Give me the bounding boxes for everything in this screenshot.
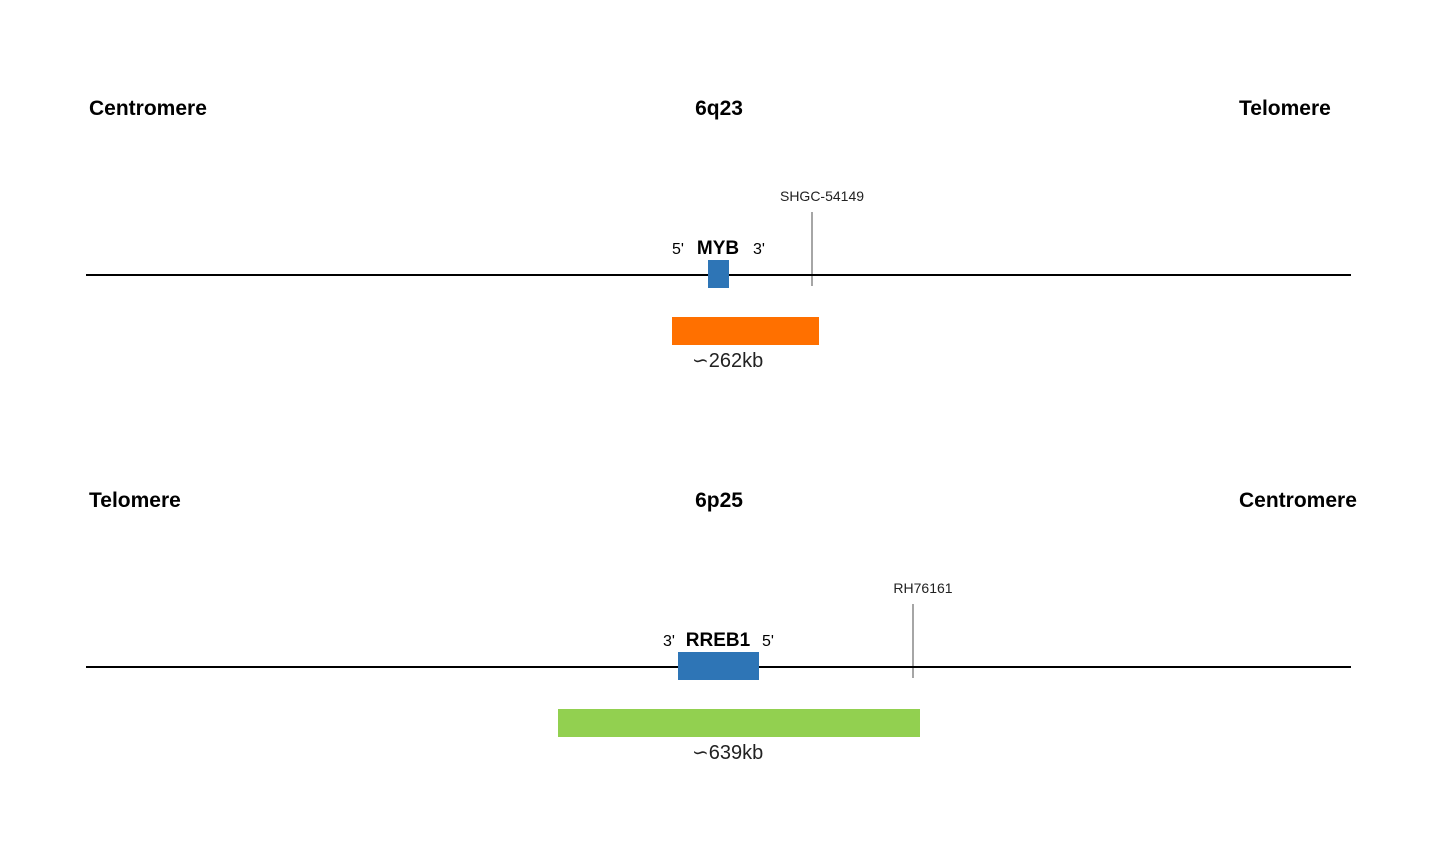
probe-size-label: ∽639kb — [692, 742, 764, 764]
band-label: 6q23 — [695, 97, 743, 120]
right-end-label: Telomere — [1239, 97, 1331, 120]
panel-6q23: Centromere 6q23 Telomere SHGC-54149 5' M… — [0, 0, 1450, 392]
marker-label: SHGC-54149 — [779, 188, 865, 204]
marker-tick — [811, 212, 813, 286]
gene-left-strand: 5' — [672, 241, 684, 258]
probe-bar — [672, 317, 819, 345]
gene-name: RREB1 — [685, 630, 751, 651]
gene-right-strand: 3' — [753, 241, 765, 258]
probe-bar — [558, 709, 920, 737]
gene-block — [708, 260, 729, 288]
left-end-label: Telomere — [89, 489, 181, 512]
gene-left-strand: 3' — [663, 633, 675, 650]
marker-tick — [912, 604, 914, 678]
probe-size-label: ∽262kb — [692, 350, 764, 372]
band-label: 6p25 — [695, 489, 743, 512]
gene-name: MYB — [696, 238, 740, 259]
panel-6p25: Telomere 6p25 Centromere RH76161 3' RREB… — [0, 392, 1450, 784]
gene-right-strand: 5' — [762, 633, 774, 650]
marker-label: RH76161 — [893, 580, 953, 596]
left-end-label: Centromere — [89, 97, 207, 120]
right-end-label: Centromere — [1239, 489, 1357, 512]
gene-block — [678, 652, 759, 680]
